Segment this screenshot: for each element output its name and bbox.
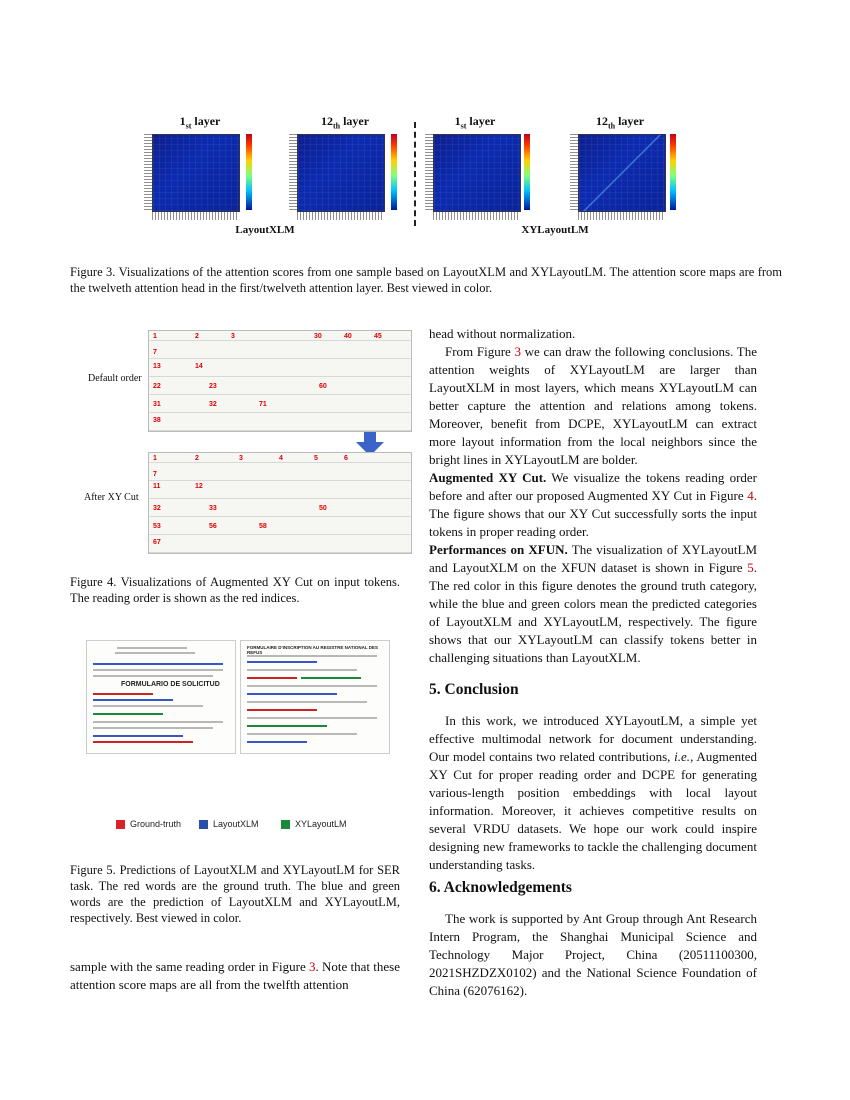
section-heading-conclusion: 5. Conclusion — [429, 681, 519, 698]
attention-heatmap-xylayoutlm-12 — [578, 134, 666, 212]
document-image-right: FORMULAIRE D'INSCRIPTION AU REGISTRE NAT… — [240, 640, 390, 754]
figure-divider — [414, 122, 416, 226]
panel-title-4: 12th layer — [595, 114, 645, 131]
form-title-left: FORMULARIO DE SOLICITUD — [121, 681, 220, 688]
figure-4-caption: Figure 4. Visualizations of Augmented XY… — [70, 575, 400, 605]
label-after-xy-cut: After XY Cut — [84, 492, 139, 503]
panel-title-1: 1st layer — [179, 114, 221, 131]
paragraph-augmented-xy-cut: Augmented XY Cut. We visualize the token… — [429, 470, 757, 539]
section-heading-acknowledgements: 6. Acknowledgements — [429, 879, 572, 896]
heatmap-ticks — [144, 134, 152, 210]
form-title-right: FORMULAIRE D'INSCRIPTION AU REGISTRE NAT… — [247, 645, 378, 655]
heatmap-ticks — [289, 134, 297, 210]
heatmap-ticks — [297, 212, 383, 220]
left-column-paragraph: sample with the same reading order in Fi… — [70, 959, 400, 992]
panel-title-3: 1st layer — [454, 114, 496, 131]
legend-label-layoutxlm: LayoutXLM — [213, 819, 259, 829]
heatmap-ticks — [433, 212, 519, 220]
colorbar — [391, 134, 397, 210]
legend-swatch-ground-truth — [116, 820, 125, 829]
group-label-xylayoutlm: XYLayoutLM — [521, 224, 589, 236]
figure-ref-5[interactable]: 5 — [747, 560, 754, 575]
form-image-after-xy-cut: 1 2 3 4 5 6 7 11 12 32 33 50 53 56 58 67 — [148, 452, 412, 554]
legend-label-ground-truth: Ground-truth — [130, 819, 182, 829]
attention-heatmap-layoutxlm-12 — [297, 134, 385, 212]
attention-heatmap-xylayoutlm-1 — [433, 134, 521, 212]
legend-swatch-layoutxlm — [199, 820, 208, 829]
paragraph-performances-xfun: Performances on XFUN. The visualization … — [429, 542, 757, 665]
right-column: head without normalization. From Figure … — [429, 325, 757, 667]
heatmap-ticks — [570, 134, 578, 210]
panel-title-2: 12th layer — [320, 114, 370, 131]
document-image-left: FORMULARIO DE SOLICITUD — [86, 640, 236, 754]
figure-ref-4[interactable]: 4 — [747, 488, 754, 503]
figure-ref-3[interactable]: 3 — [309, 959, 316, 974]
heatmap-ticks — [152, 212, 238, 220]
conclusion-paragraph: In this work, we introduced XYLayoutLM, … — [429, 713, 757, 872]
label-default-order: Default order — [88, 373, 142, 384]
heatmap-ticks — [578, 212, 664, 220]
acknowledgements-paragraph: The work is supported by Ant Group throu… — [429, 911, 757, 998]
heatmap-ticks — [425, 134, 433, 210]
colorbar — [524, 134, 530, 210]
figure-ref-3[interactable]: 3 — [514, 344, 521, 359]
colorbar — [670, 134, 676, 210]
form-image-default-order: 1 2 3 30 40 45 7 13 14 22 23 60 31 32 71… — [148, 330, 412, 432]
paragraph-head-without-normalization: head without normalization. — [429, 326, 576, 341]
figure-3-caption: Figure 3. Visualizations of the attentio… — [70, 265, 782, 295]
legend-label-xylayoutlm: XYLayoutLM — [295, 819, 347, 829]
legend-swatch-xylayoutlm — [281, 820, 290, 829]
attention-heatmap-layoutxlm-1 — [152, 134, 240, 212]
figure-5-caption: Figure 5. Predictions of LayoutXLM and X… — [70, 863, 400, 925]
group-label-layoutxlm: LayoutXLM — [235, 224, 295, 236]
colorbar — [246, 134, 252, 210]
paragraph-conclusions: From Figure 3 we can draw the following … — [429, 344, 757, 467]
arrow-down-stem — [364, 432, 376, 442]
